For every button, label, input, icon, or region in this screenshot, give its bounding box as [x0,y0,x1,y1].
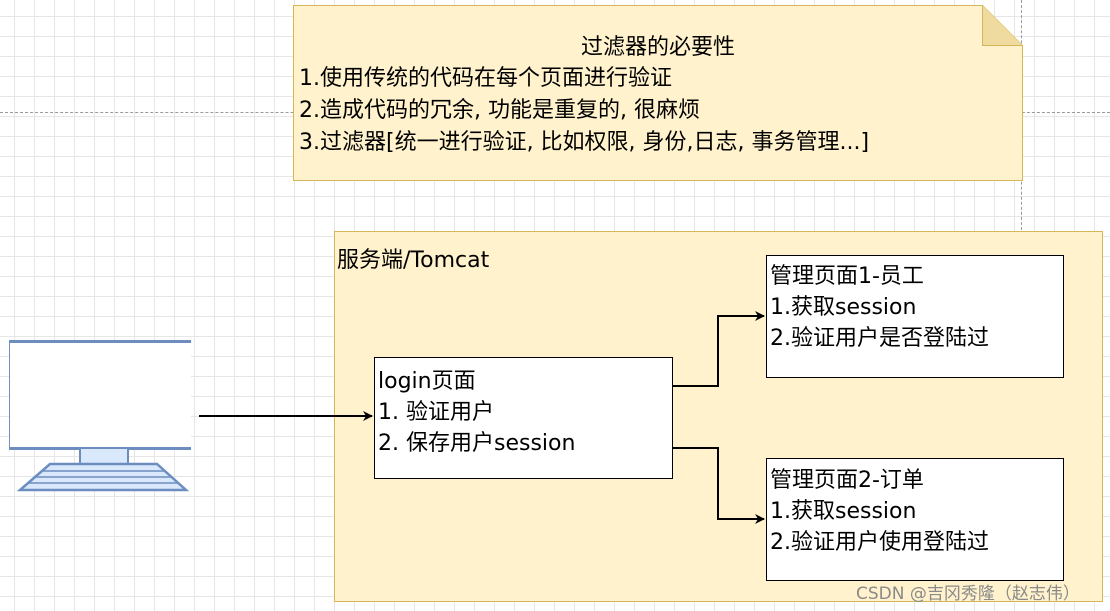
note-shape [293,5,1023,181]
note-line-3: 3.过滤器[统一进行验证, 比如权限, 身份,日志, 事务管理...] [299,130,870,155]
login-page-box[interactable]: login页面 1. 验证用户 2. 保存用户session [374,357,673,479]
order-step-2: 2.验证用户使用登陆过 [770,530,989,555]
order-step-1: 1.获取session [770,499,917,524]
watermark: CSDN @吉冈秀隆（赵志伟） [856,584,1080,604]
order-page-box[interactable]: 管理页面2-订单 1.获取session 2.验证用户使用登陆过 [766,458,1064,581]
note-lines: 1.使用传统的代码在每个页面进行验证 2.造成代码的冗余, 功能是重复的, 很麻… [299,63,869,159]
arrow-login-to-employee [673,311,765,387]
order-title: 管理页面2-订单 [770,468,924,493]
note-title: 过滤器的必要性 [580,35,735,60]
employee-page-box[interactable]: 管理页面1-员工 1.获取session 2.验证用户是否登陆过 [766,255,1064,378]
employee-step-2: 2.验证用户是否登陆过 [770,326,989,351]
server-label: 服务端/Tomcat [337,248,490,273]
requirement-note[interactable]: 过滤器的必要性 1.使用传统的代码在每个页面进行验证 2.造成代码的冗余, 功能… [293,5,1023,181]
note-line-2: 2.造成代码的冗余, 功能是重复的, 很麻烦 [299,98,700,123]
login-title: login页面 [378,369,476,394]
employee-title: 管理页面1-员工 [770,264,924,289]
desktop-computer-icon[interactable] [9,339,191,495]
employee-step-1: 1.获取session [770,295,917,320]
arrow-login-to-order [673,447,765,524]
login-step-2: 2. 保存用户session [378,431,576,456]
login-step-1: 1. 验证用户 [378,400,494,425]
note-line-1: 1.使用传统的代码在每个页面进行验证 [299,66,672,91]
